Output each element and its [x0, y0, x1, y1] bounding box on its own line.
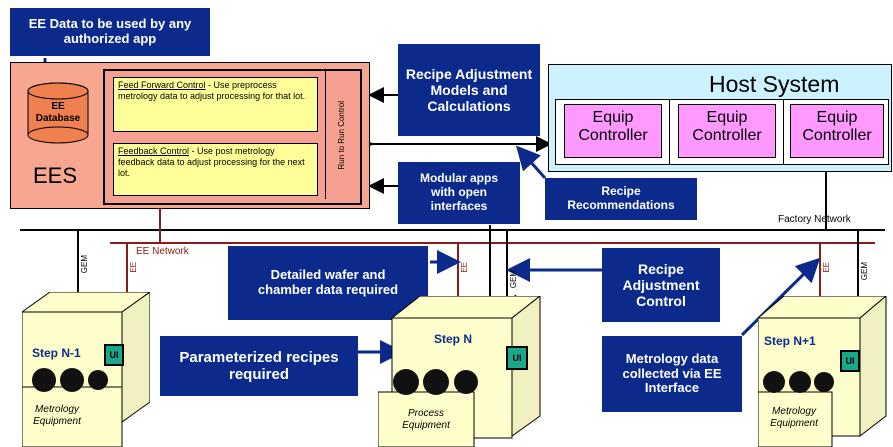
ee-network-label: EE Network — [136, 246, 189, 257]
database-label-line2: Database — [35, 113, 81, 124]
step-n-plus-1-ui: UI — [840, 350, 860, 372]
feedback-title: Feedback Control — [118, 146, 190, 156]
equipment-box-icon — [22, 292, 150, 447]
recipe-adjustment-control: Recipe Adjustment Control — [602, 248, 720, 322]
equipment-box-icon — [378, 296, 541, 447]
ee-port-label: EE — [129, 262, 138, 273]
detailed-wafer-callout: Detailed wafer and chamber data required — [228, 246, 428, 320]
ee-data-callout: EE Data to be used by any authorized app — [10, 8, 210, 56]
controller-2-line1: Equip — [706, 109, 748, 126]
step-n-equip-type: Process Equipment — [402, 408, 450, 431]
run-to-run-label: Run to Run Control — [336, 100, 346, 170]
feed-forward-control: Feed Forward Control - Use preprocess me… — [113, 77, 318, 132]
modular-apps: Modular apps with open interfaces — [398, 162, 520, 224]
equip-controller-2: Equip Controller — [669, 99, 785, 165]
controller-3-line1: Equip — [816, 109, 858, 126]
equip-controller-3: Equip Controller — [783, 99, 889, 165]
step-n-minus-1-label: Step N-1 — [32, 346, 81, 360]
step-n-equipment: Step N UI Process Equipment — [378, 296, 546, 447]
parameterized-recipes-callout: Parameterized recipes required — [160, 336, 358, 396]
feedback-text: - Use post metrology feedback data to ad… — [118, 146, 305, 178]
step-n-minus-1-ui: UI — [104, 344, 124, 366]
equipment-box-icon — [758, 296, 887, 447]
step-n-minus-1-equipment: Step N-1 UI Metrology Equipment — [22, 292, 150, 447]
step-n-label: Step N — [434, 332, 473, 346]
step-n-minus-1-equip-type: Metrology Equipment — [33, 404, 81, 427]
run-to-run-control-block: Feed Forward Control - Use preprocess me… — [103, 69, 362, 205]
feed-forward-title: Feed Forward Control — [118, 80, 206, 90]
step-n-plus-1-equipment: Step N+1 UI Metrology Equipment — [758, 296, 888, 447]
equip-controller-1: Equip Controller — [555, 99, 671, 165]
factory-network-label: Factory Network — [778, 214, 851, 225]
controller-2-line2: Controller — [692, 127, 762, 145]
ee-port-label: EE — [460, 262, 469, 273]
gem-port-label: GEM — [509, 270, 518, 289]
step-n-plus-1-label: Step N+1 — [764, 334, 816, 348]
recipe-recommendations: Recipe Recommendations — [545, 178, 697, 220]
host-system-title: Host System — [709, 71, 840, 97]
ees-panel: EE Database EES Feed Forward Control - U… — [10, 62, 370, 209]
step-n-plus-1-equip-type: Metrology Equipment — [770, 406, 818, 429]
ee-database-icon — [27, 82, 89, 144]
controller-1-line1: Equip — [592, 109, 634, 126]
feed-forward-text: - Use preprocess metrology data to adjus… — [118, 80, 306, 101]
step-n-ui: UI — [506, 346, 528, 370]
feedback-control: Feedback Control - Use post metrology fe… — [113, 143, 318, 196]
recipe-adjustment-models: Recipe Adjustment Models and Calculation… — [398, 44, 540, 136]
controller-3-line2: Controller — [802, 127, 872, 145]
gem-port-label: GEM — [860, 262, 869, 281]
ees-label: EES — [33, 163, 78, 188]
gem-port-label: GEM — [80, 255, 89, 274]
host-system: Host System Equip Controller Equip Contr… — [548, 64, 892, 172]
controller-1-line2: Controller — [578, 127, 648, 145]
metrology-collected-callout: Metrology data collected via EE Interfac… — [602, 336, 742, 412]
ee-port-label: EE — [822, 262, 831, 273]
database-label-line1: EE — [51, 101, 65, 112]
